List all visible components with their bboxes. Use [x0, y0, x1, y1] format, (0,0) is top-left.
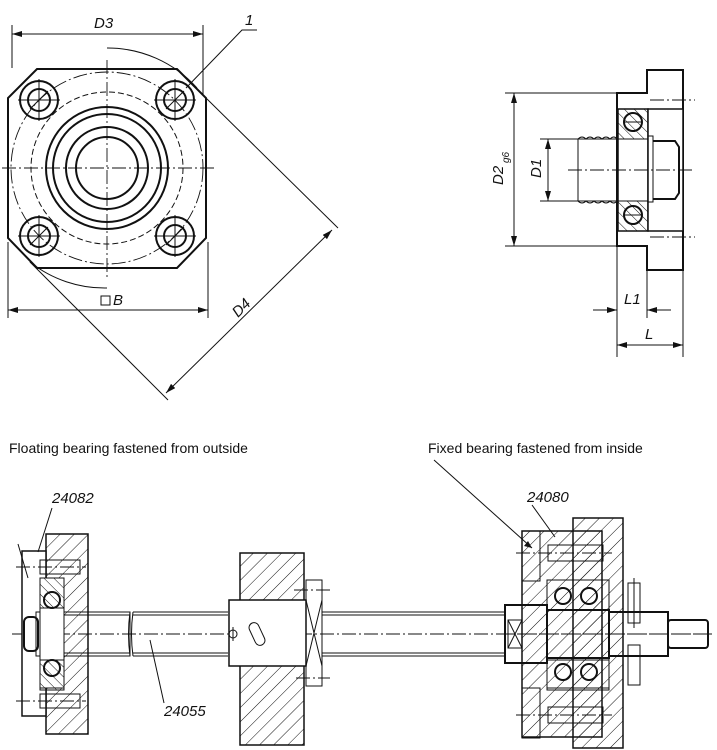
caption-floating-bearing: Floating bearing fastened from outside: [9, 440, 248, 456]
dim-d4-line: [165, 229, 333, 394]
caption-fixed-bearing: Fixed bearing fastened from inside: [428, 440, 643, 456]
arc-bottom: [29, 261, 108, 289]
callout-1: 1: [245, 12, 253, 29]
dim-d3-label: D3: [94, 15, 114, 32]
side-view: D2 g6 D1 L1 L: [490, 69, 695, 357]
dim-d1-label: D1: [528, 159, 545, 178]
dim-b-label: B: [113, 292, 123, 309]
part-24055-label: 24055: [163, 703, 206, 720]
assembly-view: Floating bearing fastened from outside F…: [9, 440, 712, 749]
part-24080-label: 24080: [526, 489, 569, 506]
part-24082-label: 24082: [51, 490, 94, 507]
dim-d2-label: D2: [490, 165, 507, 185]
dim-d2-tolerance: g6: [501, 151, 512, 163]
square-symbol-icon: [100, 295, 111, 306]
dim-l1-label: L1: [624, 291, 641, 308]
centerlines: [2, 60, 215, 280]
front-view: D3 1 B D4: [2, 12, 339, 401]
dim-l-label: L: [645, 326, 653, 343]
dim-d4-label: D4: [229, 295, 255, 321]
ball-nut: [228, 599, 307, 667]
arc-top: [106, 47, 198, 89]
